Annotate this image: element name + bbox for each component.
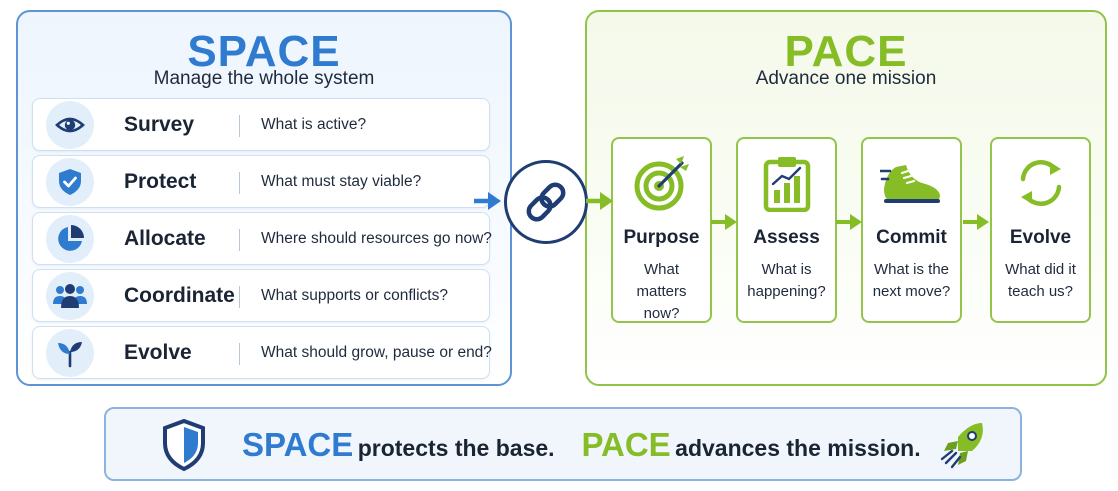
space-panel: SPACE Manage the whole system Survey Wha… (16, 10, 512, 386)
space-row-question: What supports or conflicts? (261, 287, 448, 304)
banner-space-word: SPACE (242, 426, 354, 463)
pace-card-question-line: What is the (873, 261, 950, 278)
pace-card-evolve: Evolve What did it teach us? (990, 137, 1091, 323)
pace-card-label: Evolve (1009, 227, 1072, 248)
sprout-icon (46, 329, 94, 377)
space-row-evolve: Evolve What should grow, pause or end? (32, 326, 492, 379)
row-divider (239, 115, 240, 137)
pie-chart-icon (46, 215, 94, 263)
target-arrow-icon (613, 153, 710, 213)
pace-card-question-line: teach us? (1007, 283, 1074, 300)
flow-arrow-icon (963, 214, 989, 230)
row-divider (239, 229, 240, 251)
pace-card-question: What did it teach us? (996, 259, 1085, 303)
link-circle (504, 160, 588, 244)
pace-card-label: Purpose (623, 227, 700, 248)
pace-card-question: What is the next move? (867, 259, 956, 303)
flow-arrow-icon (836, 214, 862, 230)
cycle-arrows-icon (992, 153, 1089, 213)
banner-pace-word: PACE (581, 426, 671, 463)
running-shoe-icon (863, 153, 960, 213)
shield-check-icon (46, 158, 94, 206)
chain-link-icon (526, 182, 566, 222)
row-divider (239, 172, 240, 194)
pace-card-question-line: next move? (872, 283, 951, 300)
space-row-question: What should grow, pause or end? (261, 344, 492, 361)
space-row-label: Survey (124, 113, 195, 136)
pace-subtitle: Advance one mission (755, 68, 937, 89)
pace-card-question-line: What matters (636, 261, 687, 300)
space-row-coordinate: Coordinate What supports or conflicts? (32, 269, 490, 322)
pace-card-question-line: happening? (747, 283, 826, 300)
rocket-icon (940, 423, 983, 469)
banner-pace-text: advances the mission. (675, 435, 921, 461)
arrow-right-blue-icon (474, 192, 501, 210)
space-row-survey: Survey What is active? (32, 98, 490, 151)
space-row-label: Evolve (124, 341, 192, 364)
arrow-right-green-icon (586, 192, 613, 210)
space-row-question: Where should resources go now? (261, 230, 492, 247)
space-title: SPACE (187, 27, 341, 76)
space-row-label: Protect (124, 170, 197, 193)
space-row-question: What must stay viable? (261, 173, 422, 190)
row-divider (239, 343, 240, 365)
summary-banner: SPACE protects the base. PACE advances t… (104, 407, 1022, 481)
space-row-protect: Protect What must stay viable? (32, 155, 490, 208)
banner-text: SPACE protects the base. PACE advances t… (242, 427, 921, 470)
pace-card-question: What matters now? (617, 259, 706, 325)
pace-title: PACE (784, 27, 908, 76)
pace-card-question: What is happening? (742, 259, 831, 303)
space-row-label: Coordinate (124, 284, 235, 307)
space-subtitle: Manage the whole system (153, 68, 375, 89)
row-divider (239, 286, 240, 308)
pace-card-question-line: What is (761, 261, 812, 278)
pace-card-assess: Assess What is happening? (736, 137, 837, 323)
shield-icon (163, 418, 205, 472)
eye-icon (46, 101, 94, 149)
clipboard-chart-icon (738, 153, 835, 213)
people-group-icon (46, 272, 94, 320)
pace-panel: PACE Advance one mission Purpose What ma… (585, 10, 1107, 386)
flow-arrow-icon (711, 214, 737, 230)
space-row-question: What is active? (261, 116, 367, 133)
pace-card-label: Commit (876, 227, 947, 248)
space-row-allocate: Allocate Where should resources go now? (32, 212, 492, 265)
pace-card-label: Assess (753, 227, 820, 248)
banner-space-text: protects the base. (357, 435, 555, 461)
pace-card-commit: Commit What is the next move? (861, 137, 962, 323)
pace-card-question-line: What did it (1005, 261, 1076, 278)
space-row-label: Allocate (124, 227, 206, 250)
pace-card-purpose: Purpose What matters now? (611, 137, 712, 323)
pace-card-question-line: now? (643, 305, 680, 322)
